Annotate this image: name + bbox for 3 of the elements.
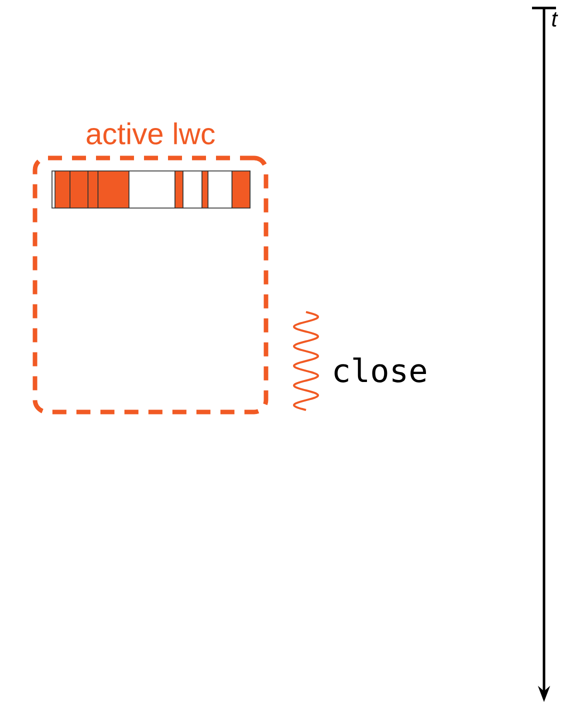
axis-label: t	[552, 12, 558, 27]
frame-heading: active lwc	[86, 122, 215, 144]
close-label: close	[334, 358, 426, 382]
